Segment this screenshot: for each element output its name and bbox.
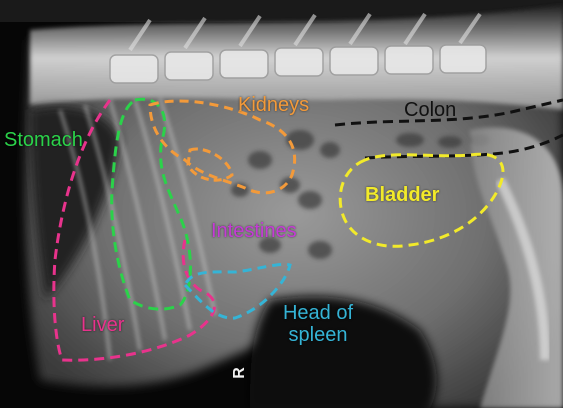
- label-kidneys: Kidneys: [238, 94, 310, 116]
- label-stomach: Stomach: [4, 129, 83, 151]
- liver-outline: [52, 99, 216, 362]
- spleen-outline: [183, 262, 292, 320]
- bladder-outline: [338, 152, 505, 248]
- colon-outline: [334, 98, 563, 127]
- label-intestines: Intestines: [211, 220, 297, 242]
- label-liver: Liver: [81, 314, 125, 336]
- orientation-marker: R: [230, 367, 248, 379]
- label-head-of-spleen: Head of spleen: [282, 302, 354, 346]
- vertebrae: [109, 44, 487, 84]
- label-colon: Colon: [404, 99, 457, 121]
- label-bladder: Bladder: [365, 184, 440, 206]
- stomach-outline: [110, 97, 192, 311]
